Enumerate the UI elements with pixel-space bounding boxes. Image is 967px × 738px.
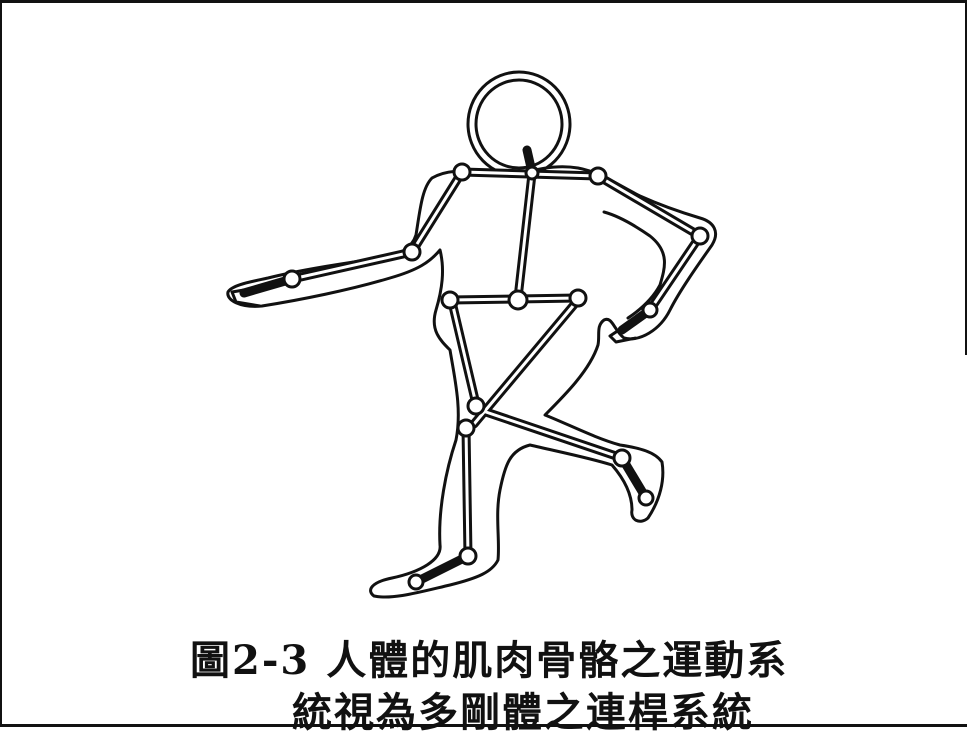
right-hand-outline	[230, 288, 261, 308]
right-knee-joint	[456, 418, 476, 438]
head-outline	[466, 70, 572, 178]
pelvis-center-joint	[507, 289, 529, 311]
right-hip-joint	[440, 290, 460, 310]
left-ankle-joint	[612, 448, 632, 468]
right-foot-link	[411, 551, 473, 587]
right-shoulder-joint	[452, 162, 472, 182]
right-elbow-joint	[402, 242, 422, 262]
skeleton-link-highlights	[290, 170, 702, 558]
left-shoulder-joint	[588, 166, 608, 186]
left-elbow-joint	[690, 226, 710, 246]
hand-outlines	[230, 288, 637, 344]
right-ankle-joint	[458, 546, 478, 566]
neck-base-joint	[524, 165, 540, 181]
head-inner	[474, 78, 564, 170]
right-toe-joint	[407, 573, 425, 591]
figure-caption-line-2: 統視為多剛體之連桿系統	[292, 689, 754, 736]
skeleton-joints	[282, 162, 710, 591]
left-hip-joint	[568, 288, 588, 308]
figure-caption-line-1: 圖2-3 人體的肌肉骨骼之運動系	[190, 637, 789, 684]
left-knee-joint	[466, 396, 486, 416]
left-toe-joint	[637, 489, 655, 507]
frame-right-edge	[965, 0, 967, 355]
frame-bottom-edge	[0, 724, 967, 727]
left-wrist-joint	[641, 301, 659, 319]
left-hand-outline	[608, 326, 637, 344]
right-wrist-joint	[282, 269, 302, 289]
